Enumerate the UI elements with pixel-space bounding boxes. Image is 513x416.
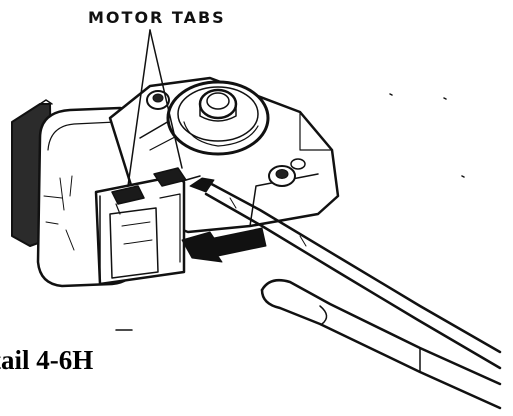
- callout-label: MOTOR TABS: [88, 8, 226, 27]
- screwdriver-lower: [260, 279, 502, 410]
- motor-tab-left: [111, 185, 145, 215]
- callout-leader-lines: [127, 29, 183, 187]
- screw-boss-left: [146, 90, 170, 110]
- figure-caption: tail 4-6H: [0, 345, 94, 375]
- insertion-arrow: [181, 227, 267, 263]
- scan-specks: [115, 93, 465, 331]
- screwdriver-upper: [189, 177, 502, 370]
- motor-gear: [166, 80, 270, 156]
- motor-tab-right: [153, 167, 201, 187]
- screw-boss-right: [268, 158, 306, 187]
